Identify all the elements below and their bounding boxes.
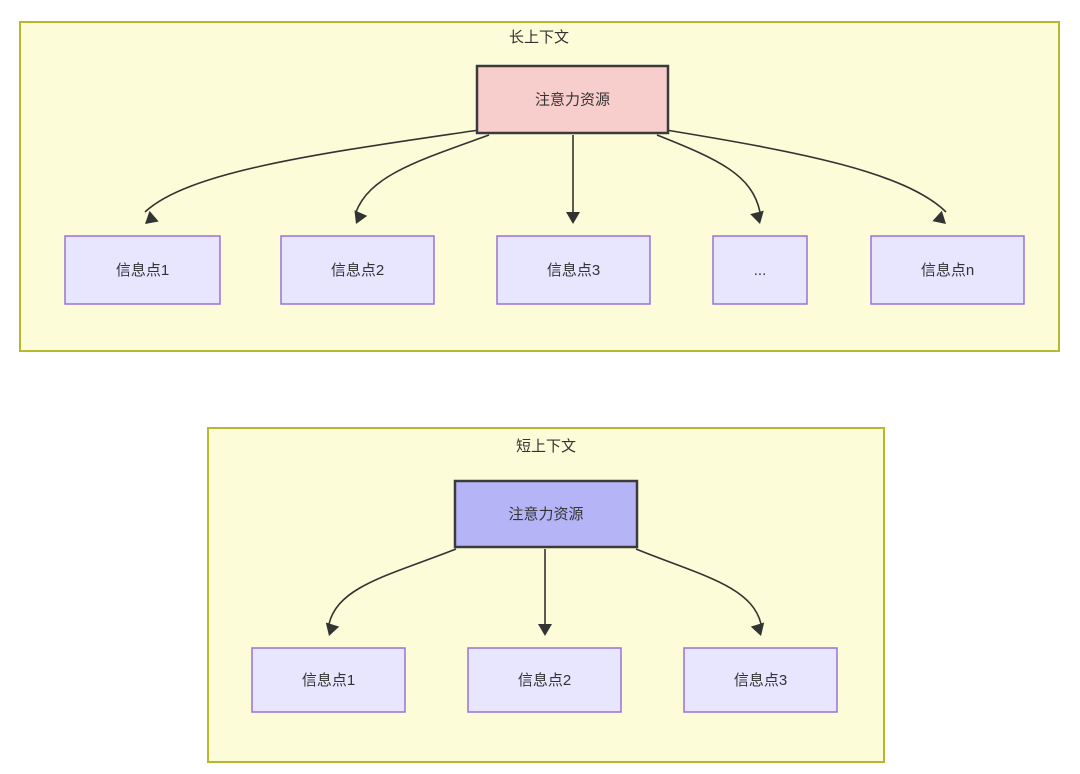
leaf-long-3[interactable]: 信息点3 <box>496 235 651 305</box>
edge-long-1-arrowhead-icon <box>145 210 159 224</box>
edge-short-2-arrowhead-icon <box>538 624 552 636</box>
edge-short-1-arrowhead-icon <box>325 622 340 636</box>
leaf-short-2-rect[interactable] <box>467 647 622 713</box>
edge-long-4-path <box>656 134 761 213</box>
edge-short-1 <box>325 548 457 636</box>
leaf-long-4-rect[interactable] <box>712 235 808 305</box>
leaf-long-2-label: 信息点2 <box>331 262 384 279</box>
root-long-label: 注意力资源 <box>535 90 610 108</box>
leaf-short-2-label: 信息点2 <box>518 672 571 689</box>
edge-long-1-path <box>144 129 480 213</box>
edge-long-1 <box>144 129 480 224</box>
leaf-short-1-label: 信息点1 <box>302 672 355 689</box>
leaf-short-2[interactable]: 信息点2 <box>467 647 622 713</box>
root-long[interactable]: 注意力资源 <box>475 64 670 135</box>
leaf-long-3-rect[interactable] <box>496 235 651 305</box>
edge-short-1-path <box>328 548 457 625</box>
leaf-short-3-rect[interactable] <box>683 647 838 713</box>
root-short-label: 注意力资源 <box>508 505 583 523</box>
leaf-long-4-label: ... <box>754 262 767 279</box>
root-long-rect[interactable] <box>475 64 670 135</box>
edge-long-2 <box>354 134 490 224</box>
leaf-long-4[interactable]: ... <box>712 235 808 305</box>
root-short-rect[interactable] <box>453 479 639 549</box>
edge-long-5 <box>665 129 947 224</box>
leaf-long-1[interactable]: 信息点1 <box>64 235 221 305</box>
leaf-long-1-label: 信息点1 <box>116 262 169 279</box>
edge-long-4-arrowhead-icon <box>750 210 764 224</box>
edge-long-2-arrowhead-icon <box>354 210 368 224</box>
leaf-short-1-rect[interactable] <box>251 647 406 713</box>
edge-long-3 <box>566 135 580 224</box>
long-context-panel-title: 长上下文 <box>509 29 569 46</box>
edge-long-2-path <box>355 134 490 213</box>
leaf-long-2[interactable]: 信息点2 <box>280 235 435 305</box>
edge-short-2 <box>538 549 552 636</box>
leaf-short-1[interactable]: 信息点1 <box>251 647 406 713</box>
edge-short-3-path <box>635 548 762 625</box>
edge-long-4 <box>656 134 764 224</box>
edge-long-3-arrowhead-icon <box>566 212 580 224</box>
edge-short-3-arrowhead-icon <box>750 622 765 636</box>
leaf-long-5-label: 信息点n <box>921 262 974 279</box>
leaf-long-3-label: 信息点3 <box>547 262 600 279</box>
root-short[interactable]: 注意力资源 <box>453 479 639 549</box>
edge-long-5-path <box>665 129 947 213</box>
leaf-long-5-rect[interactable] <box>870 235 1025 305</box>
leaf-long-2-rect[interactable] <box>280 235 435 305</box>
leaf-short-3[interactable]: 信息点3 <box>683 647 838 713</box>
leaf-short-3-label: 信息点3 <box>734 672 787 689</box>
leaf-long-1-rect[interactable] <box>64 235 221 305</box>
edge-short-3 <box>635 548 765 636</box>
leaf-long-5[interactable]: 信息点n <box>870 235 1025 305</box>
edge-long-5-arrowhead-icon <box>932 210 946 224</box>
short-context-panel-title: 短上下文 <box>516 438 576 455</box>
